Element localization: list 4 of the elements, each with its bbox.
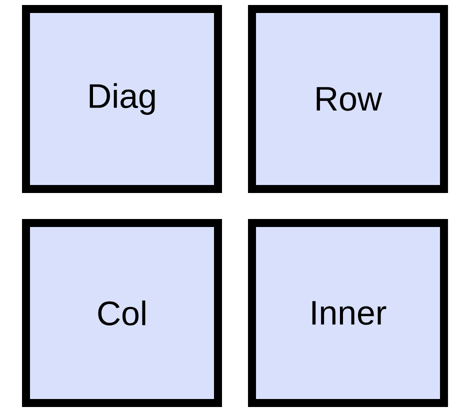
grid-box: Row: [248, 5, 448, 193]
grid-box: Diag: [22, 5, 222, 193]
grid-box: Col: [22, 219, 222, 407]
grid-box: Inner: [248, 219, 448, 407]
